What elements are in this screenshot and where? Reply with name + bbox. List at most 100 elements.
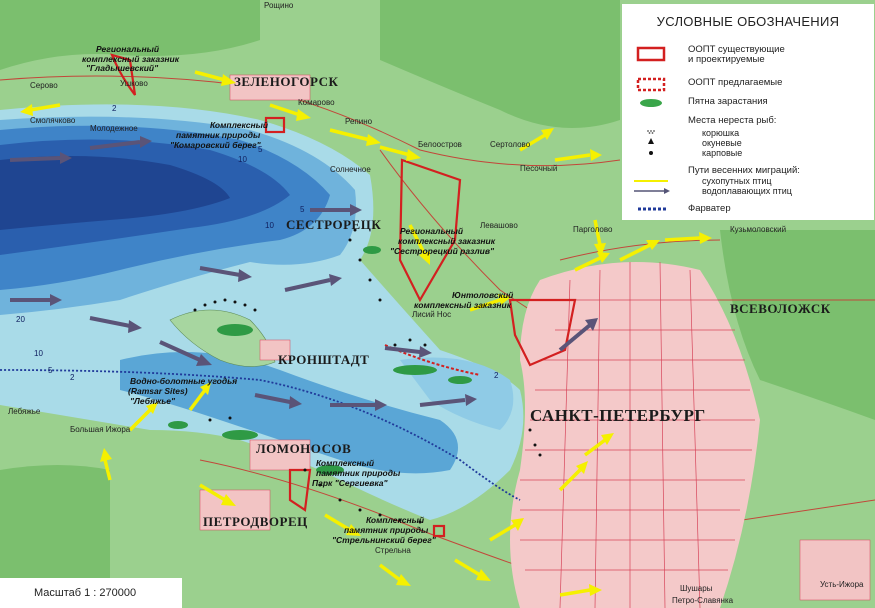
town-labels: Рощино Серово Ушково Смолячково Молодежн… <box>8 1 864 605</box>
depth-label: 20 <box>16 315 25 324</box>
reserve-label: "Комаровский берег" <box>170 140 262 150</box>
town-label: Ушково <box>120 79 148 88</box>
depth-label: 5 <box>258 145 263 154</box>
reserve-label: Комплексный <box>210 120 269 130</box>
legend-item-overgrowth: Пятна зарастания <box>622 96 874 110</box>
reserve-label: памятник природы <box>344 525 429 535</box>
legend-label: ООПТ предлагаемые <box>688 77 783 88</box>
depth-label: 10 <box>265 221 274 230</box>
legend-item-proposed-areas: ООПТ предлагаемые <box>622 76 874 92</box>
spawning-symbols-icon <box>647 130 655 155</box>
town-label: Белоостров <box>418 140 462 149</box>
town-label: Смолячково <box>30 116 76 125</box>
city-label-spb: САНКТ-ПЕТЕРБУРГ <box>530 406 706 425</box>
town-label: Солнечное <box>330 165 371 174</box>
legend-item-spawning: Места нереста рыб: корюшка окуневые карп… <box>622 116 874 160</box>
reserve-label: "Гладышевский" <box>86 63 159 73</box>
city-label-lomonosov: ЛОМОНОСОВ <box>256 441 351 456</box>
dotted-blue-line-icon <box>638 207 668 211</box>
depth-label: 5 <box>300 205 305 214</box>
town-label: Лебяжье <box>8 407 41 416</box>
legend-label: Пятна зарастания <box>688 96 768 107</box>
town-areas <box>199 74 871 601</box>
gulf-of-finland <box>0 104 524 520</box>
town-label: Молодежное <box>90 124 138 133</box>
town-label: Усть-Ижора <box>820 580 864 589</box>
legend-sublabel: карповые <box>702 148 743 158</box>
legend-label: ООПТ существующие <box>688 44 785 55</box>
legend-item-existing-areas: ООПТ существующие и проектируемые <box>622 44 874 68</box>
town-label: Стрельна <box>375 546 411 555</box>
town-label: Сертолово <box>490 140 531 149</box>
green-spot-icon <box>640 99 662 107</box>
depth-labels: 2 5 10 20 10 5 2 5 10 2 <box>16 104 499 382</box>
legend-label: Пути весенних миграций: <box>688 165 800 176</box>
town-label: Лисий Нос <box>412 310 451 319</box>
legend-sublabel: сухопутных птиц <box>702 176 772 186</box>
reserve-label: Региональный <box>400 226 464 236</box>
dashed-red-rectangle-icon <box>636 77 666 92</box>
town-label: Большая Ижора <box>70 425 131 434</box>
reserve-label: "Лебяжье" <box>130 396 176 406</box>
reserve-label: Комплексный <box>366 515 425 525</box>
map-scale: Масштаб 1 : 270000 <box>0 578 182 608</box>
landbird-migration-arrows <box>20 70 712 597</box>
city-labels: ЗЕЛЕНОГОРСК СЕСТРОРЕЦК КРОНШТАДТ ЛОМОНОС… <box>203 74 831 529</box>
legend-label: Места нереста рыб: <box>688 115 777 126</box>
reserve-label: "Стрельнинский берег" <box>332 535 437 545</box>
map-legend: УСЛОВНЫЕ ОБОЗНАЧЕНИЯ ООПТ существующие и… <box>622 4 874 220</box>
town-label: Петро-Славянка <box>672 596 734 605</box>
fairway <box>0 369 521 501</box>
legend-item-fairway: Фарватер <box>622 202 874 216</box>
legend-sublabel: корюшка <box>702 128 740 138</box>
fish-spawning-points <box>193 228 542 524</box>
town-label: Песочный <box>520 164 557 173</box>
legend-sublabel: окуневые <box>702 138 742 148</box>
waterfowl-migration-arrows <box>9 136 598 411</box>
reserve-label: Водно-болотные угодья <box>130 376 237 386</box>
migration-lines-icon <box>634 180 670 194</box>
city-label-petrodvorets: ПЕТРОДВОРЕЦ <box>203 514 308 529</box>
town-label: Левашово <box>480 221 518 230</box>
red-rectangle-icon <box>636 46 666 62</box>
town-label: Комарово <box>298 98 335 107</box>
scale-label: Масштаб 1 : 270000 <box>34 587 137 599</box>
depth-label: 10 <box>238 155 247 164</box>
city-label-kronshtadt: КРОНШТАДТ <box>278 352 369 367</box>
overgrowth-spots <box>168 246 472 475</box>
reserve-label: памятник природы <box>316 468 401 478</box>
town-label: Парголово <box>573 225 613 234</box>
town-label: Рощино <box>264 1 294 10</box>
reserve-label: Парк "Сергиевка" <box>312 478 389 488</box>
reserve-label: Комплексный <box>316 458 375 468</box>
kotlin-island <box>169 309 276 367</box>
legend-title: УСЛОВНЫЕ ОБОЗНАЧЕНИЯ <box>656 14 840 29</box>
spb-urban-area <box>510 261 760 608</box>
reserve-label: "Сестрорецкий разлив" <box>390 246 495 256</box>
reserve-label: Региональный <box>96 44 160 54</box>
legend-label: и проектируемые <box>688 54 765 65</box>
reserve-label: комплексный заказник <box>398 236 496 246</box>
town-label: Шушары <box>680 584 713 593</box>
legend-sublabel: водоплавающих птиц <box>702 186 792 196</box>
reserve-label: комплексный заказник <box>82 54 180 64</box>
legend-label: Фарватер <box>688 203 731 214</box>
city-label-zelenogorsk: ЗЕЛЕНОГОРСК <box>234 74 338 89</box>
depth-label: 10 <box>34 349 43 358</box>
city-label-sestroretsk: СЕСТРОРЕЦК <box>286 217 381 232</box>
city-label-vsevolozhsk: ВСЕВОЛОЖСК <box>730 301 831 316</box>
reserve-label: комплексный заказник <box>414 300 512 310</box>
depth-label: 5 <box>48 366 53 375</box>
depth-label: 2 <box>70 373 75 382</box>
legend-item-migration: Пути весенних миграций: сухопутных птиц … <box>622 166 874 198</box>
depth-label: 2 <box>494 371 499 380</box>
town-label: Серово <box>30 81 58 90</box>
reserve-label: Юнтоловский <box>452 290 514 300</box>
depth-label: 2 <box>112 104 117 113</box>
protected-areas <box>110 53 577 538</box>
reserve-label: (Ramsar Sites) <box>128 386 188 396</box>
reserve-label: памятник природы <box>176 130 261 140</box>
reserve-labels: Региональный комплексный заказник "Глады… <box>82 44 514 545</box>
town-label: Репино <box>345 117 373 126</box>
